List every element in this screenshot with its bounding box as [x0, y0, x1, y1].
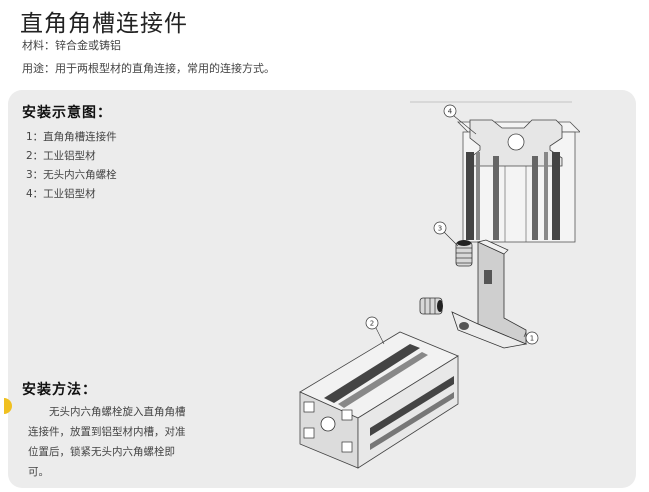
horizontal-profile — [299, 331, 459, 469]
callout-4: 4 — [443, 104, 477, 135]
part-item-1: 1：直角角槽连接件 — [26, 131, 117, 143]
material-text: 材料：锌合金或铸铝 — [22, 39, 121, 52]
setscrew-lower — [419, 297, 443, 315]
install-method-text: 无头内六角螺栓旋入直角角槽连接件，放置到铝型材内槽，对准位置后，锁紧无头内六角螺… — [28, 406, 186, 478]
setscrew-upper — [455, 240, 473, 267]
part-item-4: 4：工业铝型材 — [26, 188, 96, 200]
install-diagram-heading: 安装示意图： — [22, 105, 112, 121]
part-item-2: 2：工业铝型材 — [26, 150, 96, 162]
install-method-heading: 安装方法： — [22, 382, 97, 398]
svg-text:2: 2 — [370, 320, 374, 328]
assembly-diagram: 4 3 2 1 — [299, 101, 580, 469]
parts-list: 1：直角角槽连接件 2：工业铝型材 3：无头内六角螺栓 4：工业铝型材 — [26, 128, 117, 204]
callout-2: 2 — [365, 316, 385, 345]
page-title: 直角角槽连接件 — [20, 11, 188, 37]
vertical-profile — [457, 119, 580, 243]
svg-text:1: 1 — [530, 335, 534, 343]
angle-bracket — [451, 239, 528, 349]
usage-text: 用途：用于两根型材的直角连接，常用的连接方式。 — [22, 62, 275, 75]
svg-text:3: 3 — [438, 225, 442, 233]
callout-3: 3 — [433, 221, 459, 247]
part-item-3: 3：无头内六角螺栓 — [26, 169, 117, 181]
callout-1: 1 — [523, 331, 539, 345]
side-marker — [4, 398, 12, 414]
svg-text:4: 4 — [448, 108, 453, 116]
